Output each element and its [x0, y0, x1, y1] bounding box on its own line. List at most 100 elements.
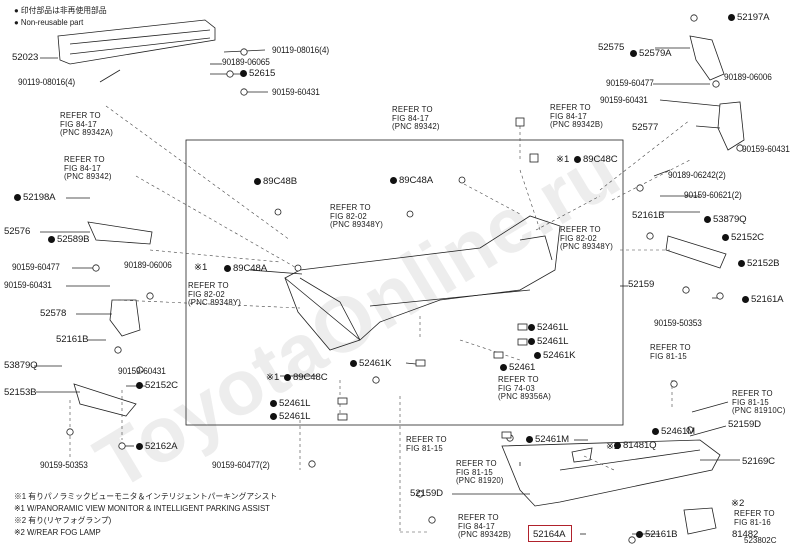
- part-label[interactable]: 52461K: [534, 350, 576, 361]
- refer-to-note[interactable]: REFER TO FIG 84-17 (PNC 89342): [392, 105, 440, 132]
- part-label[interactable]: 90159-50353: [40, 460, 88, 470]
- part-label[interactable]: 52023: [12, 52, 39, 63]
- screw-icon: [646, 232, 654, 240]
- sensor-icon: [517, 338, 528, 346]
- sensor-icon: [415, 359, 426, 367]
- part-label[interactable]: 52579A: [630, 48, 672, 59]
- refer-to-note[interactable]: REFER TO FIG 81-15: [406, 435, 447, 453]
- refer-to-note[interactable]: REFER TO FIG 82-02 (PNC 89348Y): [188, 281, 242, 308]
- refer-to-note[interactable]: REFER TO FIG 81-16: [734, 509, 775, 527]
- mark-2: ※2: [606, 441, 620, 452]
- part-label[interactable]: 90159-60431: [118, 366, 166, 376]
- footnote-2-jp: ※2 有り(リヤフォグランプ): [14, 516, 112, 525]
- part-label[interactable]: 90119-08016(4): [272, 45, 330, 55]
- part-label[interactable]: 52615: [240, 68, 275, 79]
- refer-to-note[interactable]: REFER TO FIG 84-17 (PNC 89342B): [550, 103, 604, 130]
- refer-to-note[interactable]: REFER TO FIG 81-15: [650, 343, 691, 361]
- footnote-2-en: ※2 W/REAR FOG LAMP: [14, 528, 101, 537]
- part-label[interactable]: 52461L: [528, 322, 569, 333]
- clip-icon: [406, 210, 414, 218]
- part-label[interactable]: 52197A: [728, 12, 770, 23]
- part-label[interactable]: 52159D: [410, 488, 444, 499]
- part-label[interactable]: 52576: [4, 226, 31, 237]
- part-label[interactable]: 90159-60477: [12, 262, 60, 272]
- refer-to-note[interactable]: REFER TO FIG 84-17 (PNC 89342): [64, 155, 112, 182]
- part-label[interactable]: 90159-60477: [606, 78, 654, 88]
- part-label[interactable]: 90159-60431: [4, 280, 52, 290]
- part-label[interactable]: 52461M: [526, 434, 569, 445]
- sensor-icon: [517, 323, 528, 331]
- part-label[interactable]: 89C48A: [224, 263, 267, 274]
- part-label[interactable]: 90159-60431: [742, 144, 790, 154]
- mark-1: ※1: [556, 154, 570, 165]
- mark-1: ※1: [194, 262, 208, 273]
- clip-icon: [274, 208, 282, 216]
- part-label[interactable]: 52589B: [48, 234, 90, 245]
- part-label[interactable]: 89C48A: [390, 175, 433, 186]
- part-label[interactable]: 52461L: [270, 411, 311, 422]
- part-label[interactable]: 90159-60477(2): [212, 460, 270, 470]
- part-label[interactable]: 52578: [40, 308, 67, 319]
- clip-icon: [226, 70, 234, 78]
- right-side-bracket: [689, 35, 725, 81]
- part-label[interactable]: 52161B: [632, 210, 665, 221]
- part-label[interactable]: 53879Q: [704, 214, 747, 225]
- part-label[interactable]: 90119-08016(4): [18, 77, 76, 87]
- clip-icon: [372, 376, 380, 384]
- part-label[interactable]: 52461L: [270, 398, 311, 409]
- part-label[interactable]: 52159: [628, 279, 655, 290]
- part-label[interactable]: 90189-06242(2): [668, 170, 726, 180]
- screw-icon: [92, 264, 100, 272]
- part-label[interactable]: 52159D: [728, 419, 762, 430]
- part-label[interactable]: 89C48C: [284, 372, 328, 383]
- refer-to-note[interactable]: REFER TO FIG 82-02 (PNC 89348Y): [330, 203, 384, 230]
- part-label[interactable]: 52161A: [742, 294, 784, 305]
- part-label[interactable]: 52198A: [14, 192, 56, 203]
- screw-icon: [118, 442, 126, 450]
- part-label[interactable]: 52461: [500, 362, 535, 373]
- refer-to-note[interactable]: REFER TO FIG 81-15 (PNC 81920): [456, 459, 504, 486]
- fog-lamp: [683, 507, 717, 535]
- clip-icon: [294, 264, 302, 272]
- part-label[interactable]: 89C48C: [574, 154, 618, 165]
- part-label[interactable]: 52461L: [528, 336, 569, 347]
- part-label[interactable]: 90159-60431: [272, 87, 320, 97]
- part-label[interactable]: 52461M: [652, 426, 695, 437]
- refer-to-note[interactable]: REFER TO FIG 84-17 (PNC 89342B): [458, 513, 512, 540]
- part-label[interactable]: 52575: [598, 42, 625, 53]
- part-label[interactable]: 90189-06006: [724, 72, 772, 82]
- part-label-highlighted[interactable]: 52164A: [533, 529, 566, 540]
- part-label[interactable]: 52161B: [636, 529, 678, 540]
- right-retainer: [665, 235, 727, 269]
- part-label[interactable]: 81481Q: [614, 440, 657, 451]
- refer-to-note[interactable]: REFER TO FIG 81-15 (PNC 81910C): [732, 389, 786, 416]
- part-label[interactable]: 52152C: [722, 232, 764, 243]
- part-label[interactable]: 52153B: [4, 387, 37, 398]
- part-label[interactable]: 90189-06065: [222, 57, 270, 67]
- refer-to-note[interactable]: REFER TO FIG 84-17 (PNC 89342A): [60, 111, 114, 138]
- part-label[interactable]: 89C48B: [254, 176, 297, 187]
- part-label[interactable]: 52577: [632, 122, 659, 133]
- part-label[interactable]: 52152B: [738, 258, 780, 269]
- refer-to-note[interactable]: REFER TO FIG 74-03 (PNC 89356A): [498, 375, 552, 402]
- part-label[interactable]: 52169C: [742, 456, 776, 467]
- screw-icon: [628, 536, 636, 544]
- part-label[interactable]: 81482: [732, 529, 759, 540]
- part-label[interactable]: 52161B: [56, 334, 89, 345]
- assembly-frame: [185, 139, 624, 426]
- part-label[interactable]: 90159-60431: [600, 95, 648, 105]
- part-label[interactable]: 90159-50353: [654, 318, 702, 328]
- clip-icon: [636, 184, 644, 192]
- part-label[interactable]: 90189-06006: [124, 260, 172, 270]
- screw-icon: [146, 292, 154, 300]
- part-label[interactable]: 90159-60621(2): [684, 190, 742, 200]
- part-label[interactable]: 52152C: [136, 380, 178, 391]
- refer-to-note[interactable]: REFER TO FIG 82-02 (PNC 89348Y): [560, 225, 614, 252]
- part-label[interactable]: 53879Q: [4, 360, 38, 371]
- part-label[interactable]: 52461K: [350, 358, 392, 369]
- part-label[interactable]: 52162A: [136, 441, 178, 452]
- sensor-icon: [493, 351, 504, 359]
- sensor-icon: [337, 413, 348, 421]
- highlight-box: [528, 525, 572, 542]
